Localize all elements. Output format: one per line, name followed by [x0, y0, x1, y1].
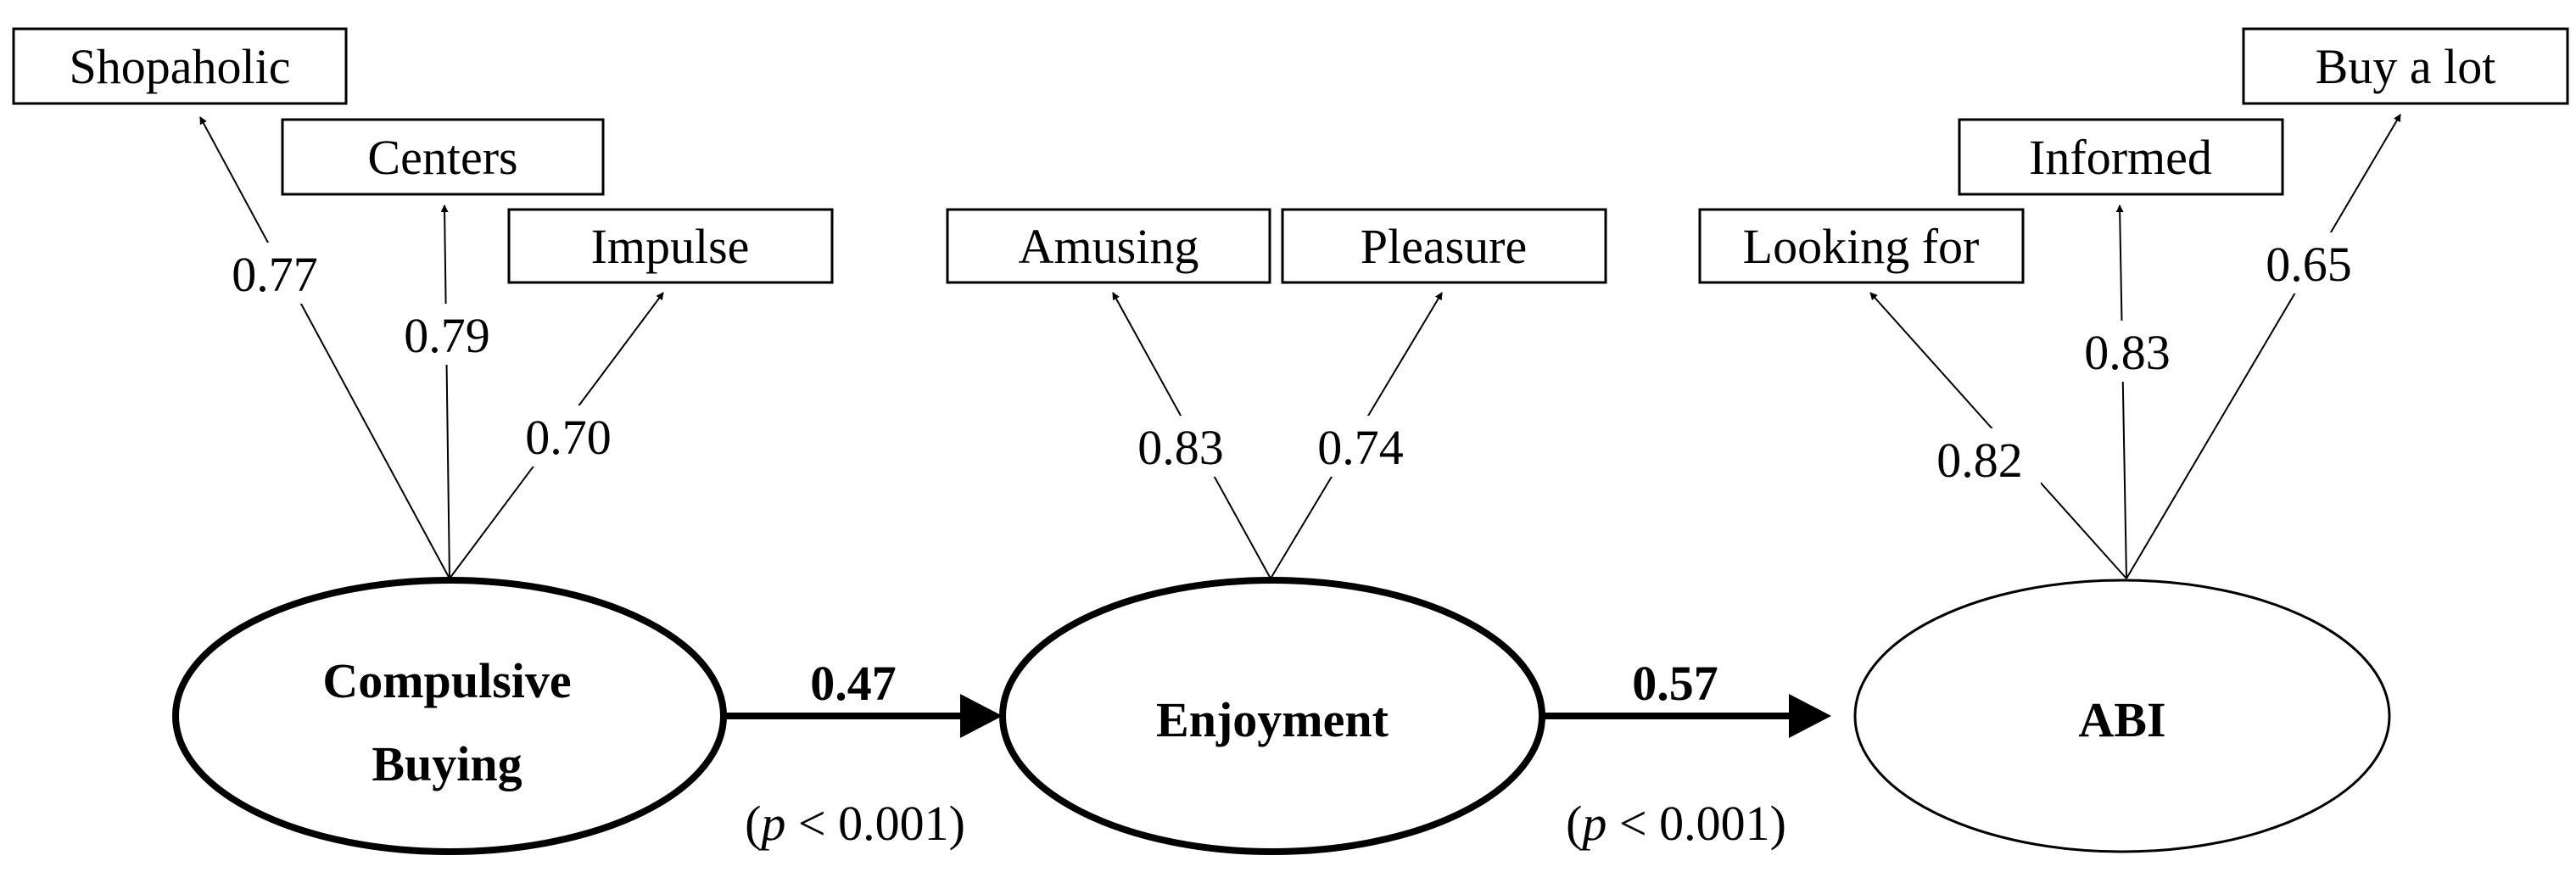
loading-value-buy-a-lot: 0.65 — [2266, 237, 2352, 292]
indicator-box-shopaholic: Shopaholic — [12, 27, 348, 105]
loading-value-centers: 0.79 — [404, 308, 490, 363]
path-arrowhead-enjoyment-abi — [1789, 694, 1831, 738]
construct-abi: ABI — [1853, 579, 2391, 853]
indicator-box-centers: Centers — [281, 118, 605, 196]
loading-value-amusing: 0.83 — [1137, 420, 1224, 475]
path-cb-to-enjoyment — [723, 694, 1003, 738]
loading-line-informed — [2115, 204, 2127, 579]
construct-label-abi: ABI — [2078, 692, 2165, 747]
path-coefficient-enjoyment-abi: 0.57 — [1632, 656, 1718, 711]
path-enjoyment-to-abi — [1541, 694, 1831, 738]
indicator-box-looking-for: Looking for — [1698, 208, 2025, 284]
indicator-box-impulse: Impulse — [507, 208, 834, 284]
p-value-cb-enjoyment: (p < 0.001) — [745, 796, 965, 851]
loading-line-centers — [440, 204, 450, 579]
construct-label-enjoyment: Enjoyment — [1156, 692, 1389, 747]
indicator-label-shopaholic: Shopaholic — [70, 39, 291, 94]
loading-value-looking-for: 0.82 — [1936, 433, 2023, 488]
p-value-enjoyment-abi: (p < 0.001) — [1566, 796, 1786, 851]
loading-line-buy-a-lot — [2126, 114, 2401, 579]
indicator-label-centers: Centers — [367, 130, 517, 185]
construct-compulsive-buying: Compulsive Buying — [172, 577, 727, 855]
indicator-box-informed: Informed — [1958, 118, 2284, 196]
indicator-label-impulse: Impulse — [591, 219, 750, 274]
indicator-box-pleasure: Pleasure — [1281, 208, 1607, 284]
loading-line-shopaholic — [199, 116, 450, 579]
indicator-label-informed: Informed — [2029, 130, 2212, 185]
path-arrowhead-cb-enjoyment — [960, 694, 1003, 738]
construct-label-compulsive-line1: Compulsive — [322, 653, 571, 708]
indicator-label-amusing: Amusing — [1019, 219, 1199, 274]
loading-value-informed: 0.83 — [2084, 325, 2171, 380]
indicator-label-looking-for: Looking for — [1743, 219, 1980, 274]
path-coefficient-cb-enjoyment: 0.47 — [810, 656, 897, 711]
loading-value-pleasure: 0.74 — [1317, 420, 1404, 475]
loading-value-impulse: 0.70 — [525, 410, 612, 465]
indicator-box-amusing: Amusing — [946, 208, 1271, 284]
indicator-box-buy-a-lot: Buy a lot — [2242, 27, 2569, 105]
indicator-label-buy-a-lot: Buy a lot — [2316, 39, 2496, 94]
construct-enjoyment: Enjoyment — [999, 577, 1545, 855]
indicator-label-pleasure: Pleasure — [1361, 219, 1528, 274]
loading-value-shopaholic: 0.77 — [232, 247, 318, 302]
construct-label-compulsive-line2: Buying — [372, 736, 522, 791]
